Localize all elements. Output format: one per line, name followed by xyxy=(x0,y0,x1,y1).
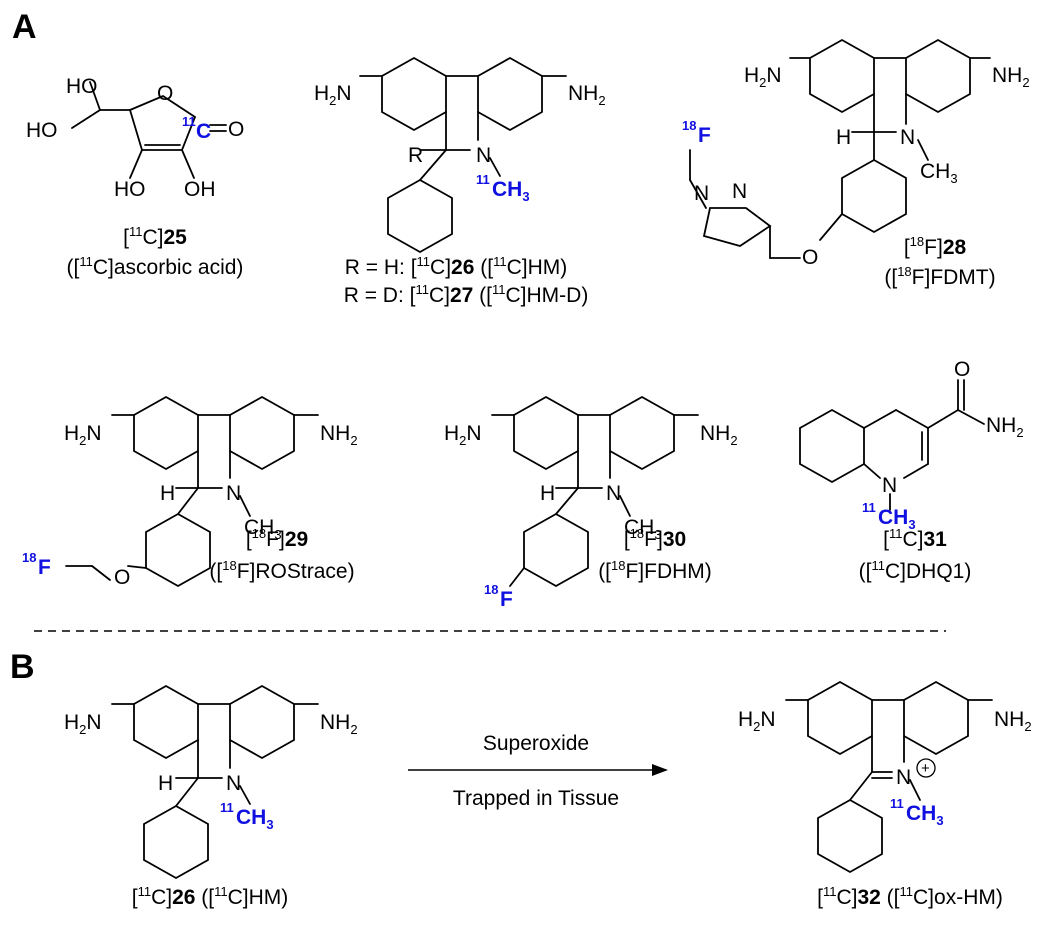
structure-32: H2N NH2 N + 11 CH3 xyxy=(738,680,1032,874)
panel-label-b: B xyxy=(10,648,35,686)
ether-oxygen-label: O xyxy=(802,246,818,269)
caption-25-name: ([11C]ascorbic acid) xyxy=(66,254,244,279)
fluorine-18-label: F xyxy=(698,124,711,147)
isotope-11-mark: 11 xyxy=(220,800,234,815)
structure-26-panel-b: H2N NH2 H N 11 CH3 xyxy=(64,684,358,880)
isotope-11-mark: 11 xyxy=(182,114,196,129)
caption-26: R = H: [11C]26 ([11C]HM) xyxy=(344,254,568,279)
isotope-11-mark: 11 xyxy=(890,796,904,811)
caption-28: [18F]28 xyxy=(903,234,967,259)
n-label: N xyxy=(606,482,621,505)
caption-32: [11C]32 ([11C]ox-HM) xyxy=(817,884,1003,909)
triazole-n3: N xyxy=(732,180,747,203)
methyl-11-label: CH3 xyxy=(236,806,274,832)
methyl-11-label: CH3 xyxy=(906,802,944,828)
h2n-label: H2N xyxy=(738,708,776,734)
h-label: H xyxy=(540,482,555,505)
n-label: N xyxy=(476,144,491,167)
ho-label-top: HO xyxy=(66,75,98,98)
caption-31-name: ([11C]DHQ1) xyxy=(858,558,972,583)
structure-26-27: H2N NH2 R N 11 CH3 xyxy=(314,56,606,254)
n-label: N xyxy=(900,126,915,149)
caption-25: [11C]25 xyxy=(123,224,187,249)
structure-25: O HO HO HO OH 11 C O xyxy=(26,75,244,201)
h-label: H xyxy=(836,126,851,149)
caption-27: R = D: [11C]27 ([11C]HM-D) xyxy=(343,282,589,307)
amide-oxygen-label: O xyxy=(954,358,970,381)
carbon-11-label: C xyxy=(196,120,211,143)
structure-28: H2N NH2 H N CH3 O N N 18 F xyxy=(682,38,1030,269)
carbonyl-oxygen-label: O xyxy=(228,118,244,141)
h2n-label: H2N xyxy=(444,422,482,448)
n-plus-label: N xyxy=(896,766,911,789)
h2n-label: H2N xyxy=(744,64,782,90)
reaction-arrow: Superoxide Trapped in Tissue xyxy=(408,732,668,810)
caption-26-panel-b: [11C]26 ([11C]HM) xyxy=(131,884,289,909)
nh2-label: NH2 xyxy=(986,414,1024,440)
r-label: R xyxy=(408,144,423,167)
ho-label-left: HO xyxy=(26,119,58,142)
n-label: N xyxy=(226,482,241,505)
caption-28-name: ([18F]FDMT) xyxy=(884,264,996,289)
structure-29: H2N NH2 H N CH3 O 18 F xyxy=(22,395,358,589)
nh2-label: NH2 xyxy=(568,82,606,108)
caption-30-name: ([18F]FDHM) xyxy=(598,558,712,583)
isotope-11-mark: 11 xyxy=(476,172,490,187)
h2n-label: H2N xyxy=(64,711,102,737)
oh-label-bottom: OH xyxy=(184,178,216,201)
nh2-label: NH2 xyxy=(700,422,738,448)
caption-29: [18F]29 xyxy=(245,526,309,551)
ether-oxygen-label: O xyxy=(114,566,130,589)
oxygen-ring-label: O xyxy=(157,82,173,105)
methyl-label: CH3 xyxy=(920,160,958,186)
positive-charge-sign: + xyxy=(921,760,930,777)
ho-label-bottom: HO xyxy=(114,178,146,201)
fluorine-18-label: F xyxy=(38,556,51,579)
nh2-label: NH2 xyxy=(994,708,1032,734)
nh2-label: NH2 xyxy=(320,711,358,737)
arrow-label-bottom: Trapped in Tissue xyxy=(453,787,619,810)
arrow-label-top: Superoxide xyxy=(483,732,589,755)
methyl-11-label: CH3 xyxy=(492,178,530,204)
triazole-n1: N xyxy=(694,182,709,205)
structure-31: O NH2 N 11 CH3 xyxy=(799,358,1024,532)
nh2-label: NH2 xyxy=(992,64,1030,90)
n-label: N xyxy=(882,474,897,497)
isotope-11-mark: 11 xyxy=(862,500,876,515)
positive-charge-icon xyxy=(916,758,936,778)
isotope-18-mark: 18 xyxy=(484,582,498,597)
isotope-18-mark: 18 xyxy=(22,550,36,565)
n-label: N xyxy=(226,772,241,795)
panel-label-a: A xyxy=(12,8,37,46)
caption-30: [18F]30 xyxy=(623,526,687,551)
h2n-label: H2N xyxy=(314,82,352,108)
nh2-label: NH2 xyxy=(320,422,358,448)
h-label: H xyxy=(160,482,175,505)
h2n-label: H2N xyxy=(64,422,102,448)
fluorine-18-label: F xyxy=(500,588,513,611)
caption-29-name: ([18F]ROStrace) xyxy=(209,558,355,583)
h-label: H xyxy=(158,772,173,795)
isotope-18-mark: 18 xyxy=(682,118,696,133)
caption-31: [11C]31 xyxy=(883,526,947,551)
